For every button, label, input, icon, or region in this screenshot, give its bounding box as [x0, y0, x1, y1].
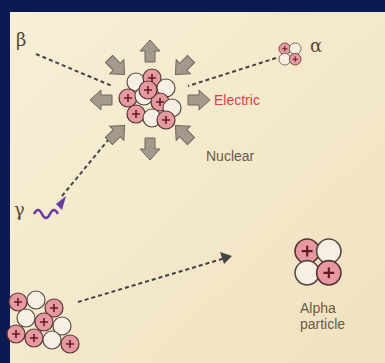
parent-nucleus	[7, 291, 79, 353]
arrow-head	[220, 252, 232, 264]
force-label: Electric	[214, 92, 260, 108]
force-label: Nuclear	[206, 148, 254, 164]
panel	[10, 12, 385, 363]
particle-symbol: β	[16, 30, 26, 51]
particle-symbol: γ	[14, 200, 25, 221]
dashed-path	[36, 54, 276, 302]
alpha-cluster	[279, 43, 301, 65]
electric-arrow	[90, 40, 210, 160]
gamma-ray	[34, 210, 58, 218]
nuclear-arrow	[102, 52, 198, 148]
alpha-particle	[295, 239, 341, 285]
nucleus	[119, 69, 181, 129]
arrow-head	[56, 196, 66, 210]
particle-symbol: α	[310, 36, 322, 57]
particle-label: Alpha particle	[300, 300, 364, 332]
